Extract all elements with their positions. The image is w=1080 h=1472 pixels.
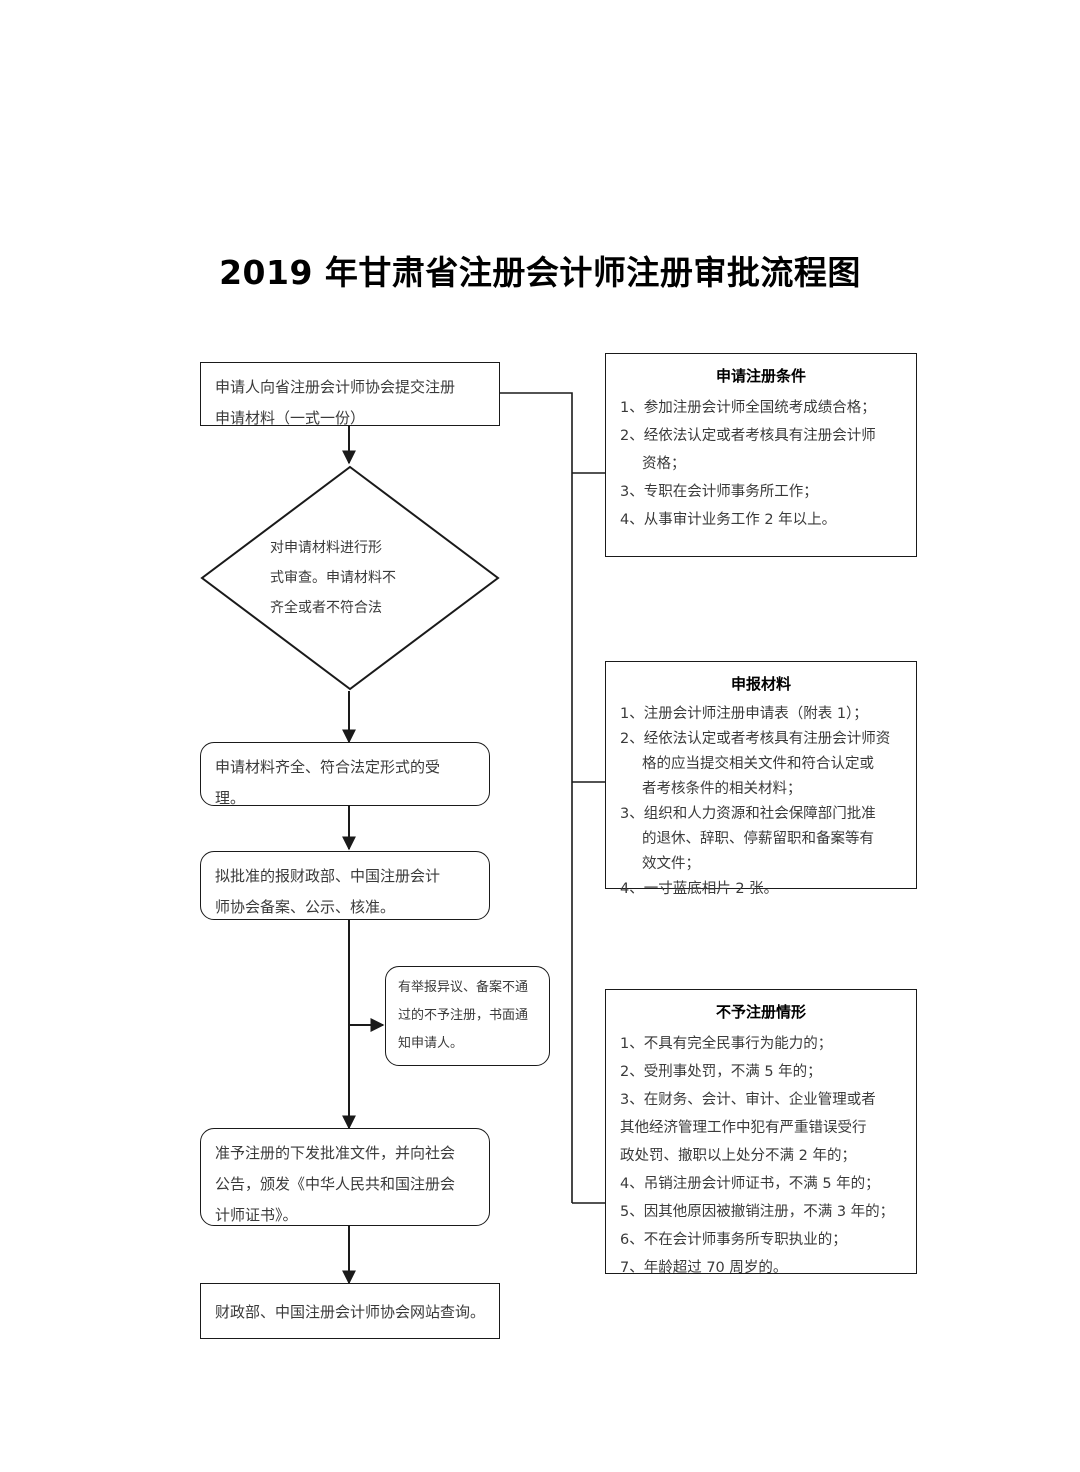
panel-submission-materials: 申报材料 1、注册会计师注册申请表（附表 1）； 2、经依法认定或者考核具有注册会… [605, 661, 917, 897]
panel-registration-conditions-body: 1、参加注册会计师全国统考成绩合格； 2、经依法认定或者考核具有注册会计师资格； 3… [620, 394, 902, 534]
panel-line: 其他经济管理工作中犯有严重错误受行 [620, 1120, 867, 1136]
page-title: 2019 年甘肃省注册会计师注册审批流程图 [219, 253, 861, 292]
panel-line: 政处罚、撤职以上处分不满 2 年的； [620, 1148, 856, 1164]
flow-decision-form-review-label: 对申请材料进行形 式审查。申请材料不 齐全或者不符合法 定形式的告知申请 [270, 540, 396, 616]
flow-node-report-for-record[interactable]: 拟批准的报财政部、中国注册会计 师协会备案、公示、核准。 [200, 851, 490, 920]
panel-line: 3、专职在会计师事务所工作； [620, 484, 818, 500]
flow-node-website-query[interactable]: 财政部、中国注册会计师协会网站查询。 [200, 1283, 500, 1339]
flow-node-submit-application[interactable]: 申请人向省注册会计师协会提交注册 申请材料（一式一份） [200, 362, 500, 427]
flow-node-report-for-record-label: 拟批准的报财政部、中国注册会计 师协会备案、公示、核准。 [215, 867, 441, 916]
flow-node-objection-note-label: 有举报异议、备案不通 过的不予注册，书面通 知申请人。 [398, 980, 529, 1051]
panel-line: 6、不在会计师事务所专职执业的； [620, 1232, 847, 1248]
connector-bus-right [500, 392, 573, 1203]
panel-line: 4、一寸蓝底相片 2 张。 [620, 881, 779, 897]
panel-line: 5、因其他原因被撤销注册，不满 3 年的； [620, 1204, 895, 1220]
panel-registration-conditions-title: 申请注册条件 [715, 367, 806, 385]
flow-node-accept-application-label: 申请材料齐全、符合法定形式的受 理。 [215, 758, 441, 807]
panel-registration-conditions: 申请注册条件 1、参加注册会计师全国统考成绩合格； 2、经依法认定或者考核具有注册… [605, 353, 917, 557]
panel-line: 3、在财务、会计、审计、企业管理或者 [620, 1092, 876, 1108]
diamond-shape [200, 465, 500, 691]
panel-line: 的退休、辞职、停薪留职和备案等有 [642, 831, 874, 847]
panel-line: 效文件； [642, 856, 700, 872]
flow-node-approval-issue-certificate-label: 准予注册的下发批准文件，并向社会 公告，颁发《中华人民共和国注册会 计师证书》。 [215, 1144, 456, 1224]
panel-line: 7、年龄超过 70 周岁的。 [620, 1260, 788, 1276]
panel-submission-materials-title: 申报材料 [730, 675, 791, 693]
panel-line: 2、受刑事处罚，不满 5 年的； [620, 1064, 822, 1080]
panel-refusal-circumstances-title: 不予注册情形 [715, 1003, 806, 1021]
panel-refusal-circumstances: 不予注册情形 1、不具有完全民事行为能力的； 2、受刑事处罚，不满 5 年的； 3、… [605, 989, 917, 1276]
panel-line: 1、不具有完全民事行为能力的； [620, 1036, 833, 1052]
flow-node-submit-application-label: 申请人向省注册会计师协会提交注册 申请材料（一式一份） [215, 378, 456, 427]
panel-line: 2、经依法认定或者考核具有注册会计师 [620, 428, 876, 444]
panel-line: 1、注册会计师注册申请表（附表 1）； [620, 706, 868, 722]
panel-refusal-circumstances-body: 1、不具有完全民事行为能力的； 2、受刑事处罚，不满 5 年的； 3、在财务、会计、… [620, 1030, 902, 1282]
panel-line: 3、组织和人力资源和社会保障部门批准 [620, 806, 876, 822]
flow-decision-form-review[interactable]: 对申请材料进行形 式审查。申请材料不 齐全或者不符合法 定形式的告知申请 [200, 465, 500, 691]
panel-line: 者考核条件的相关材料； [642, 781, 802, 797]
flow-node-approval-issue-certificate[interactable]: 准予注册的下发批准文件，并向社会 公告，颁发《中华人民共和国注册会 计师证书》。 [200, 1128, 490, 1226]
panel-line: 格的应当提交相关文件和符合认定或 [642, 756, 874, 772]
panel-line: 2、经依法认定或者考核具有注册会计师资 [620, 731, 891, 747]
panel-submission-materials-body: 1、注册会计师注册申请表（附表 1）； 2、经依法认定或者考核具有注册会计师资格的… [620, 702, 902, 902]
flow-node-website-query-label: 财政部、中国注册会计师协会网站查询。 [215, 1303, 486, 1321]
panel-line: 资格； [642, 456, 686, 472]
panel-line: 4、吊销注册会计师证书，不满 5 年的； [620, 1176, 880, 1192]
flow-node-accept-application[interactable]: 申请材料齐全、符合法定形式的受 理。 [200, 742, 490, 807]
panel-line: 4、从事审计业务工作 2 年以上。 [620, 512, 837, 528]
flow-node-objection-note[interactable]: 有举报异议、备案不通 过的不予注册，书面通 知申请人。 [385, 966, 550, 1066]
panel-line: 1、参加注册会计师全国统考成绩合格； [620, 400, 876, 416]
